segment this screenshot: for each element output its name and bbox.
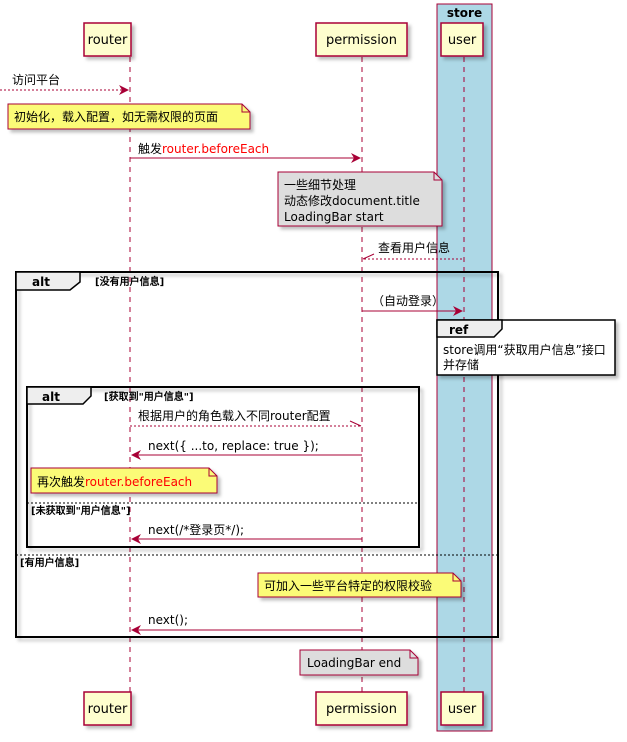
fragment-ref-text: 并存储 [443, 357, 479, 372]
fragment-outer-guard2: [有用户信息] [20, 556, 79, 569]
fragment-ref-label: ref [449, 323, 469, 337]
note-loading-end: LoadingBar end [299, 649, 419, 676]
fragment-outer-label: alt [32, 275, 50, 289]
participant-permission-bottom [315, 691, 408, 726]
note-details-line: LoadingBar start [284, 210, 384, 224]
note-init-text: 初始化，载入配置，如无需权限的页面 [14, 109, 218, 124]
message-load-config: 根据用户的角色载入不同router配置 [130, 408, 362, 427]
fragment-inner-label: alt [42, 390, 60, 404]
fragment-ref: ref store调用“获取用户信息”接口 并存储 [436, 319, 616, 376]
note-details: 一些细节处理 动态修改document.title LoadingBar sta… [277, 171, 443, 227]
participant-router-bottom [83, 691, 132, 726]
message-check-user-label: 查看用户信息 [378, 240, 450, 255]
participant-permission-top [315, 22, 408, 57]
participant-router-top [83, 22, 132, 57]
participant-user-label: user [448, 33, 477, 48]
participant-user-label-bottom: user [448, 702, 477, 717]
participant-router-label-bottom: router [88, 702, 128, 717]
message-next-replace-label: next({ ...to, replace: true }); [148, 439, 319, 453]
note-retrigger-text: 再次触发router.beforeEach [37, 474, 192, 489]
note-init: 初始化，载入配置，如无需权限的页面 [7, 103, 251, 130]
fragment-outer-guard1: [没有用户信息] [95, 275, 164, 288]
message-auto-login: （自动登录） [362, 293, 463, 316]
message-trigger-label: 触发router.beforeEach [138, 141, 269, 156]
message-trigger: 触发router.beforeEach [130, 141, 361, 163]
message-next-plain-label: next(); [148, 613, 188, 627]
note-platform-check-text: 可加入一些平台特定的权限校验 [264, 578, 432, 593]
participant-permission-label-bottom: permission [326, 702, 397, 717]
note-details-line: 动态修改document.title [284, 193, 420, 208]
participant-user-bottom [440, 691, 484, 726]
message-visit: 访问平台 [0, 72, 129, 95]
fragment-inner-guard2: [未获取到"用户信息"] [31, 504, 131, 517]
note-platform-check: 可加入一些平台特定的权限校验 [257, 572, 462, 598]
message-next-login: next(/*登录页*/); [131, 522, 362, 544]
fragment-alt-outer: alt [没有用户信息] [有用户信息] [15, 271, 499, 638]
message-auto-login-label: （自动登录） [372, 293, 444, 308]
message-next-replace: next({ ...to, replace: true }); [131, 439, 362, 460]
message-check-user: 查看用户信息 [362, 240, 464, 260]
message-next-login-label: next(/*登录页*/); [148, 522, 244, 537]
participant-permission-label: permission [326, 33, 397, 48]
store-box-title: store [447, 6, 482, 20]
fragment-inner-guard1: [获取到"用户信息"] [104, 390, 194, 403]
fragment-alt-inner: alt [获取到"用户信息"] [未获取到"用户信息"] [26, 386, 420, 548]
note-retrigger: 再次触发router.beforeEach [30, 467, 218, 494]
fragment-ref-text: store调用“获取用户信息”接口 [443, 342, 606, 357]
participant-user-top [440, 22, 484, 57]
message-load-config-label: 根据用户的角色载入不同router配置 [138, 408, 331, 423]
participant-router-label: router [88, 33, 128, 48]
note-loading-end-text: LoadingBar end [307, 656, 401, 670]
note-details-line: 一些细节处理 [284, 178, 356, 192]
message-next-plain: next(); [131, 613, 362, 635]
message-visit-label: 访问平台 [12, 72, 60, 87]
